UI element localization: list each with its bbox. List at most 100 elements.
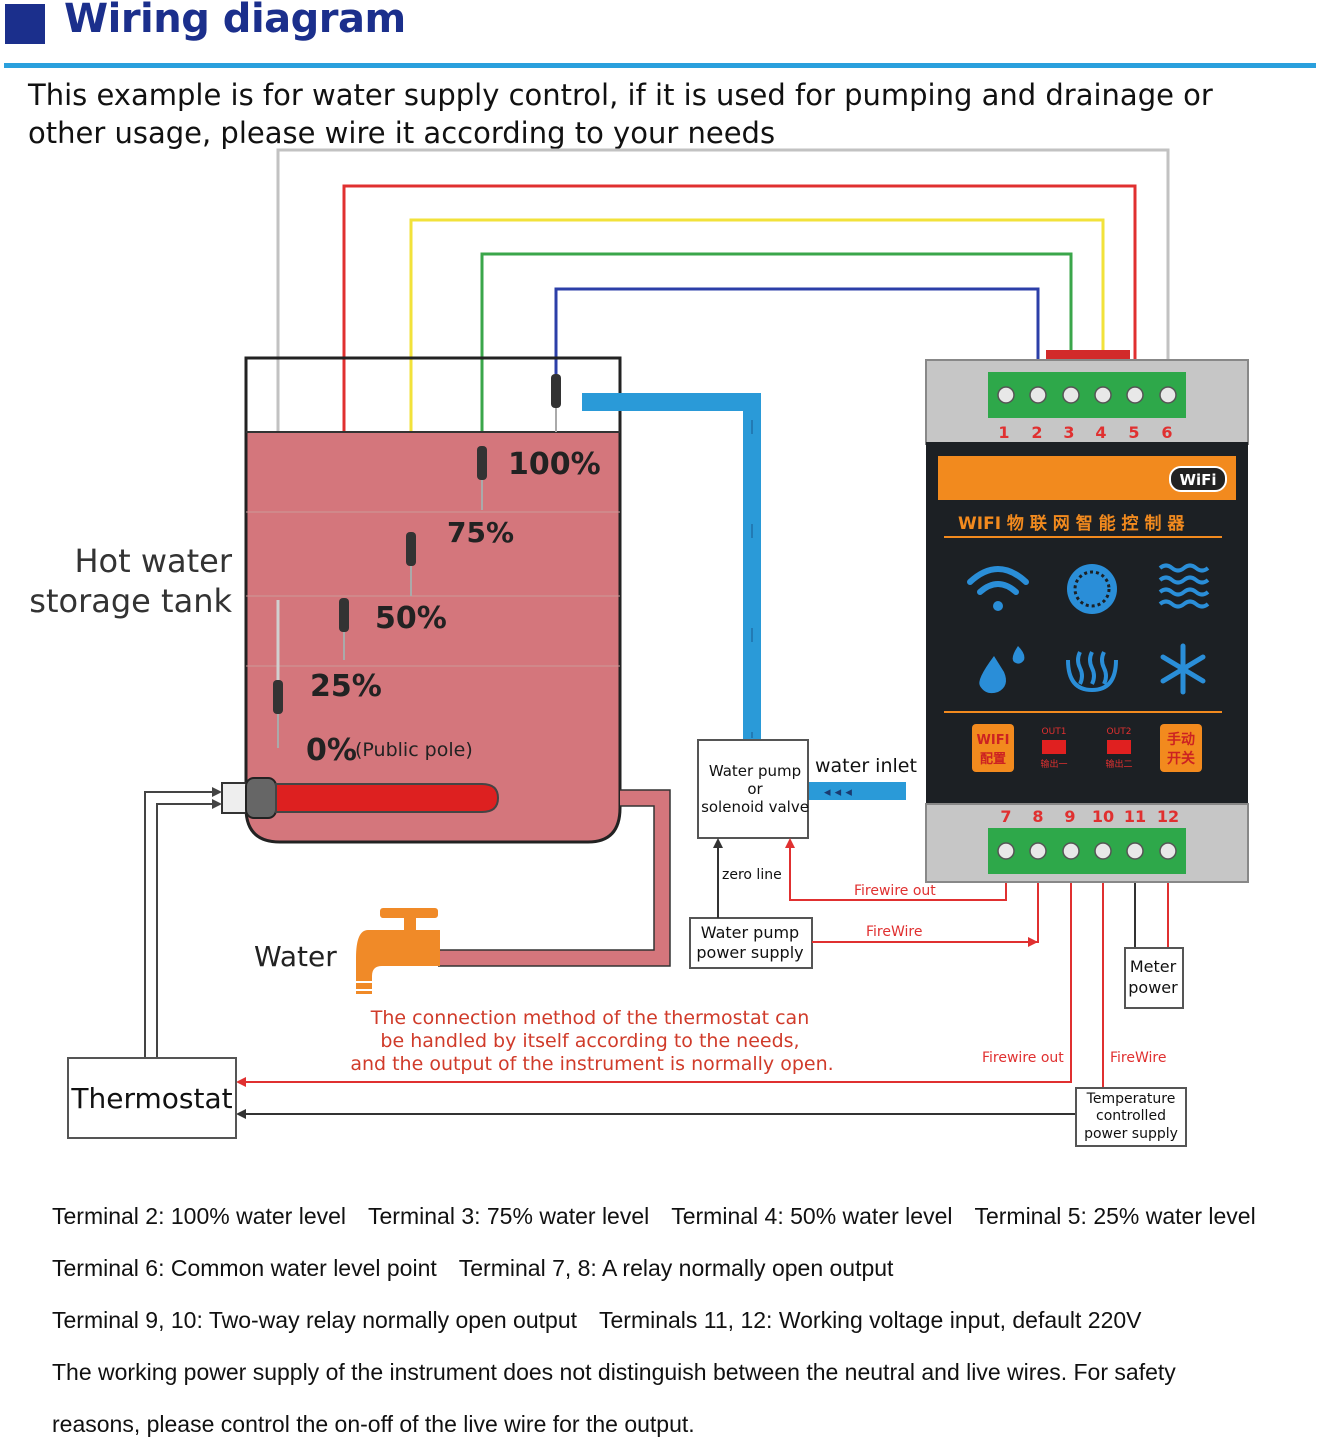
level-0-note: (Public pole) [355,739,473,761]
snowflake-icon [1160,643,1206,695]
wifi-config-line2: 配置 [980,752,1006,767]
wire-100-blue [554,287,1040,395]
out1-sub: 输出一 [1040,758,1067,770]
page-title: Wiring diagram [64,0,406,42]
terminal-6: 6 [1161,423,1172,442]
intro-text: This example is for water supply control… [28,78,1213,150]
pump-box-line2: or [747,780,763,798]
probe-0 [273,600,283,748]
note-terminal-3: Terminal 3: 75% water level [368,1203,650,1229]
pump-power-line2: power supply [696,943,803,962]
pump-power-box [689,917,813,969]
level-0-label: 0% [306,733,357,768]
probe-50 [406,532,416,596]
probe-25 [339,598,349,660]
wire-25-red [342,184,1137,600]
level-100-label: 100% [508,447,601,482]
terminal-9: 9 [1064,807,1075,826]
thermostat-label: Thermostat [70,1082,232,1115]
firewire-pump-wire [812,862,1039,947]
clock-icon [1067,564,1117,614]
pump-box [697,739,809,839]
notes-line-3: Terminal 9, 10: Two-way relay normally o… [52,1300,1292,1352]
thermostat-box [67,1057,237,1139]
notes-line-5: reasons, please control the on-off of th… [52,1411,695,1437]
heater-wires [144,787,222,1058]
controller-device [925,350,1249,883]
tank-label-line1: Hot water [74,542,232,580]
water-label: Water [254,940,337,973]
level-75-label: 75% [447,516,514,549]
meter-power-box [1124,947,1184,1009]
note-terminal-9-10: Terminal 9, 10: Two-way relay normally o… [52,1307,578,1333]
meter-power-line2: power [1128,978,1178,997]
level-50-label: 50% [375,601,447,636]
meter-power-line1: Meter [1130,957,1177,976]
faucet-icon [356,908,440,994]
wire-75-green [480,252,1073,448]
pump-power-line1: Water pump [701,923,799,942]
zero-line-label: zero line [722,867,782,883]
inlet-pipe: ◂ ◂ ◂ [808,782,906,800]
wifi-icon [967,566,1029,611]
note-terminal-6: Terminal 6: Common water level point [52,1255,437,1281]
wifi-config-line1: WIFI [977,733,1010,748]
note-terminal-11-12: Terminals 11, 12: Working voltage input,… [599,1307,1142,1333]
thermostat-note-line3: and the output of the instrument is norm… [350,1053,833,1075]
waves-icon [1158,563,1210,609]
out2-sub: 输出二 [1105,758,1132,770]
water-tank [244,356,622,844]
level-25-label: 25% [310,669,382,704]
terminal-10: 10 [1092,807,1114,826]
terminal-2: 2 [1031,423,1042,442]
tank-label-line2: storage tank [29,582,232,620]
terminal-notes: Terminal 2: 100% water level Terminal 3:… [52,1196,1292,1456]
terminal-5: 5 [1128,423,1139,442]
wiring-diagram: 100% 75% 50% 25% 0% (Public pole) Hot wa… [29,148,1249,1147]
notes-line-1: Terminal 2: 100% water level Terminal 3:… [52,1196,1292,1248]
terminal-7: 7 [1000,807,1011,826]
manual-switch-line1: 手动 [1167,731,1195,748]
terminal-8: 8 [1032,807,1043,826]
supply-pipe [582,393,761,740]
notes-line-4: The working power supply of the instrume… [52,1359,1176,1385]
header-square [5,4,45,44]
firewire-out-label-1: Firewire out [854,883,936,899]
heat-icon [1066,651,1118,693]
wifi-badge: WiFi [1179,471,1216,489]
zero-line-wire [713,838,723,918]
note-terminal-2: Terminal 2: 100% water level [52,1203,347,1229]
terminal-12: 12 [1157,807,1179,826]
device-title: WIFI 物 联 网 智 能 控 制 器 [958,513,1185,534]
thermostat-note-line1: The connection method of the thermostat … [370,1007,810,1029]
top-terminal-screws [997,386,1177,404]
pump-box-line3: solenoid valve [701,798,809,816]
firewire-label-1: FireWire [866,924,922,940]
outlet-pipe [438,789,671,967]
out1-label: OUT1 [1042,727,1067,737]
terminal-1: 1 [998,423,1009,442]
out2-led [1107,740,1131,754]
note-terminal-4: Terminal 4: 50% water level [671,1203,953,1229]
wifi-config-button[interactable] [972,724,1014,772]
water-drop-icon [979,646,1025,694]
manual-switch-line2: 开关 [1167,750,1195,767]
header-rule [4,63,1316,68]
terminal-3: 3 [1063,423,1074,442]
out1-led [1042,740,1066,754]
notes-line-2: Terminal 6: Common water level point Ter… [52,1248,1292,1300]
heater-element [221,777,500,819]
terminal-11: 11 [1124,807,1146,826]
probe-75 [477,446,487,510]
wire-50-yellow [409,218,1105,536]
svg-text:◂ ◂ ◂: ◂ ◂ ◂ [824,785,852,800]
bottom-terminal-screws [997,842,1177,860]
firewire-out-label-2: Firewire out [982,1050,1064,1066]
temp-supply-line2: controlled [1096,1108,1166,1124]
manual-switch-button[interactable] [1160,724,1202,772]
firewire-label-2: FireWire [1110,1050,1166,1066]
thermostat-note-line2: be handled by itself according to the ne… [380,1030,799,1052]
pump-box-line1: Water pump [709,762,801,780]
thermostat-neutral-wire [236,1109,1076,1119]
temp-supply-line3: power supply [1084,1126,1178,1142]
